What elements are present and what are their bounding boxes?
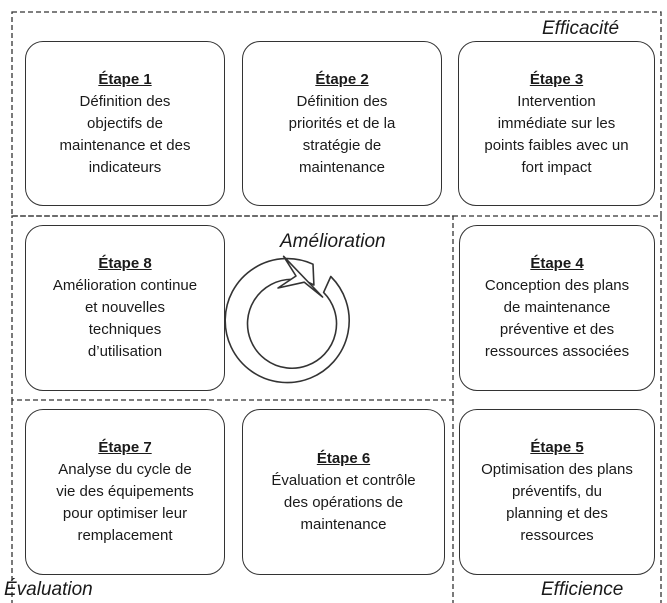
- step-3-line: immédiate sur les: [497, 114, 616, 132]
- step-2-line: maintenance: [299, 158, 385, 176]
- step-3-box: Étape 3 Intervention immédiate sur les p…: [458, 41, 655, 206]
- step-4-title: Étape 4: [530, 255, 584, 272]
- step-1-line: Définition des: [79, 92, 171, 110]
- step-5-box: Étape 5 Optimisation des plans préventif…: [459, 409, 655, 575]
- step-7-box: Étape 7 Analyse du cycle de vie des équi…: [25, 409, 225, 575]
- step-3-title: Étape 3: [529, 70, 584, 88]
- step-1-line: maintenance et des: [59, 136, 191, 154]
- step-1-box: Étape 1 Définition des objectifs de main…: [25, 41, 225, 206]
- step-7-line: remplacement: [77, 527, 173, 544]
- step-2-line: stratégie de: [302, 136, 382, 154]
- step-4-line: Conception des plans: [484, 277, 630, 294]
- step-7-line: Analyse du cycle de: [58, 461, 192, 478]
- step-2-line: Définition des: [296, 92, 388, 110]
- step-6-box: Étape 6 Évaluation et contrôle des opéra…: [242, 409, 445, 575]
- step-8-line: d’utilisation: [87, 343, 163, 360]
- step-6-line: Évaluation et contrôle: [271, 472, 416, 489]
- zone-label-amelioration: Amélioration: [280, 231, 386, 252]
- step-8-box: Étape 8 Amélioration continue et nouvell…: [25, 225, 225, 391]
- step-7-title: Étape 7: [98, 439, 152, 456]
- step-4-line: de maintenance: [503, 299, 611, 316]
- amelioration-zone-border: [11, 215, 454, 401]
- zone-label-efficacite: Efficacité: [542, 18, 620, 39]
- step-4-line: ressources associées: [484, 343, 630, 360]
- step-8-line: et nouvelles: [84, 299, 166, 316]
- circular-arrow-icon: [224, 255, 350, 384]
- step-2-title: Étape 2: [315, 70, 369, 88]
- step-4-box: Étape 4 Conception des plans de maintena…: [459, 225, 655, 391]
- step-8-title: Étape 8: [98, 255, 152, 272]
- step-6-title: Étape 6: [316, 450, 371, 467]
- step-7-line: vie des équipements: [56, 483, 194, 500]
- step-5-line: planning et des: [506, 505, 608, 522]
- step-4-line: préventive et des: [499, 321, 615, 338]
- step-5-line: préventifs, du: [511, 483, 603, 500]
- step-1-line: objectifs de: [87, 114, 163, 132]
- step-3-line: fort impact: [521, 158, 592, 176]
- step-7-line: pour optimiser leur: [62, 505, 188, 522]
- step-3-line: points faibles avec un: [484, 136, 629, 154]
- step-1-title: Étape 1: [98, 70, 152, 88]
- step-8-line: Amélioration continue: [52, 277, 198, 294]
- step-6-line: des opérations de: [283, 494, 404, 511]
- step-5-line: ressources: [520, 527, 594, 544]
- zone-label-efficience: Efficience: [541, 579, 624, 600]
- step-2-line: priorités et de la: [288, 114, 396, 132]
- step-1-line: indicateurs: [88, 158, 162, 176]
- zone-label-evaluation: Évaluation: [4, 579, 93, 600]
- step-5-line: Optimisation des plans: [481, 461, 633, 478]
- step-3-line: Intervention: [517, 92, 596, 110]
- step-6-line: maintenance: [300, 516, 387, 533]
- step-8-line: techniques: [88, 321, 162, 338]
- step-5-title: Étape 5: [530, 439, 584, 456]
- step-2-box: Étape 2 Définition des priorités et de l…: [242, 41, 442, 206]
